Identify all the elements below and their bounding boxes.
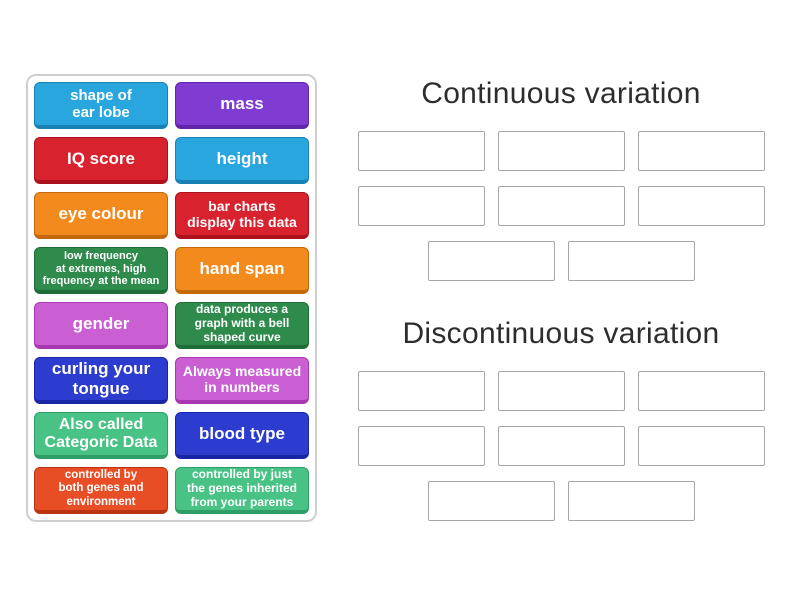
tile[interactable]: controlled by just the genes inherited f…	[175, 467, 309, 514]
drop-slot[interactable]	[637, 131, 765, 171]
drop-slot[interactable]	[497, 426, 625, 466]
drop-slot[interactable]	[357, 131, 485, 171]
drop-slot[interactable]	[427, 241, 555, 281]
group-discontinuous-slots	[351, 371, 771, 521]
tile[interactable]: curling your tongue	[34, 357, 168, 404]
group-continuous-slots	[351, 131, 771, 281]
drop-slot[interactable]	[567, 481, 695, 521]
drop-slot[interactable]	[497, 371, 625, 411]
tile[interactable]: Always measured in numbers	[175, 357, 309, 404]
slot-row	[351, 186, 771, 226]
tile[interactable]: IQ score	[34, 137, 168, 184]
slot-row	[351, 481, 771, 521]
tile[interactable]: data produces a graph with a bell shaped…	[175, 302, 309, 349]
drop-slot[interactable]	[357, 371, 485, 411]
slot-row	[351, 131, 771, 171]
tile[interactable]: controlled by both genes and environment	[34, 467, 168, 514]
tile[interactable]: eye colour	[34, 192, 168, 239]
slot-row	[351, 426, 771, 466]
tile[interactable]: low frequency at extremes, high frequenc…	[34, 247, 168, 294]
drop-slot[interactable]	[637, 426, 765, 466]
drop-slot[interactable]	[637, 371, 765, 411]
slot-row	[351, 371, 771, 411]
tile[interactable]: gender	[34, 302, 168, 349]
tile[interactable]: blood type	[175, 412, 309, 459]
group-title: Discontinuous variation	[402, 317, 720, 350]
drop-slot[interactable]	[567, 241, 695, 281]
group-discontinuous: Discontinuous variation	[351, 314, 771, 536]
group-continuous: Continuous variation	[351, 74, 771, 296]
drop-slot[interactable]	[497, 131, 625, 171]
drop-slot[interactable]	[637, 186, 765, 226]
tile[interactable]: bar charts display this data	[175, 192, 309, 239]
tile[interactable]: Also called Categoric Data	[34, 412, 168, 459]
tile[interactable]: height	[175, 137, 309, 184]
group-title: Continuous variation	[421, 77, 701, 110]
drop-slot[interactable]	[357, 186, 485, 226]
drop-slot[interactable]	[357, 426, 485, 466]
tile[interactable]: shape of ear lobe	[34, 82, 168, 129]
tile[interactable]: hand span	[175, 247, 309, 294]
drop-slot[interactable]	[497, 186, 625, 226]
drop-slot[interactable]	[427, 481, 555, 521]
tile[interactable]: mass	[175, 82, 309, 129]
slot-row	[351, 241, 771, 281]
